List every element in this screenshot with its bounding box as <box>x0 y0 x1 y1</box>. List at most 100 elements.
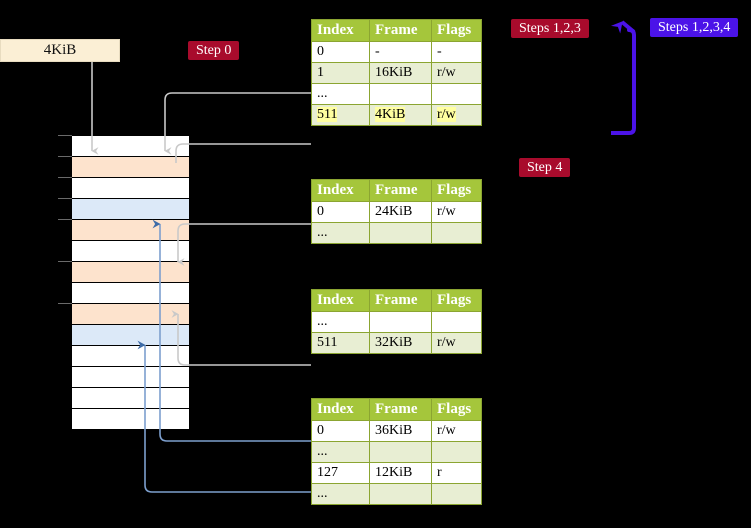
page-size-box: 4KiB <box>0 39 120 62</box>
table-cell: 24KiB <box>369 201 432 223</box>
badge-step-0-label: Step 0 <box>196 42 232 58</box>
table-cell: r/w <box>431 420 482 442</box>
table-cell: ... <box>311 483 370 505</box>
memory-row <box>71 156 190 178</box>
table-cell: 0 <box>311 41 370 63</box>
table-cell: r/w <box>431 104 482 126</box>
table-cell: - <box>431 41 482 63</box>
memory-row <box>71 177 190 199</box>
memory-row <box>71 303 190 325</box>
table-cell <box>369 311 432 333</box>
column-header-frame: Frame <box>369 179 432 202</box>
badge-steps-1234: Steps 1,2,3,4 <box>650 18 739 37</box>
table-cell: ... <box>311 222 370 244</box>
table-cell: ... <box>311 441 370 463</box>
table-cell: r/w <box>431 201 482 223</box>
memory-row <box>71 282 190 304</box>
memory-row <box>71 261 190 283</box>
column-header-frame: Frame <box>369 398 432 421</box>
table-cell: 32KiB <box>369 332 432 354</box>
table-cell: r <box>431 462 482 484</box>
badge-step-0: Step 0 <box>188 41 240 60</box>
memory-row <box>71 324 190 346</box>
table-row: ... <box>311 483 482 505</box>
table-cell: 511 <box>311 332 370 354</box>
table-cell <box>369 441 432 463</box>
memory-column <box>71 135 190 430</box>
table-cell: 127 <box>311 462 370 484</box>
table-cell: 0 <box>311 420 370 442</box>
table-cell: 0 <box>311 201 370 223</box>
table-cell <box>431 83 482 105</box>
table-row: 0-- <box>311 41 482 63</box>
memory-tick <box>58 135 72 136</box>
badge-steps-1234-label: Steps 1,2,3,4 <box>658 19 731 35</box>
connector-pd-32kib <box>171 310 311 366</box>
column-header-frame: Frame <box>369 19 432 42</box>
memory-tick <box>58 198 72 199</box>
memory-row <box>71 219 190 241</box>
connector-pdpt-24kib <box>177 223 311 266</box>
memory-row <box>71 345 190 367</box>
table-cell: 4KiB <box>369 104 432 126</box>
table-cell <box>431 441 482 463</box>
table-cell: 1 <box>311 62 370 84</box>
badge-steps-123: Steps 1,2,3 <box>511 19 589 38</box>
table-cell <box>431 311 482 333</box>
column-header-index: Index <box>311 179 370 202</box>
column-header-flags: Flags <box>431 289 482 312</box>
table-cell <box>369 483 432 505</box>
memory-row <box>71 366 190 388</box>
table-cell: 36KiB <box>369 420 432 442</box>
memory-row <box>71 408 190 430</box>
table-row: ... <box>311 83 482 105</box>
page-size-label: 4KiB <box>43 42 77 58</box>
table-cell <box>369 83 432 105</box>
memory-tick <box>58 219 72 220</box>
memory-row <box>71 387 190 409</box>
table-cell: 511 <box>311 104 370 126</box>
memory-tick <box>58 261 72 262</box>
connector-pml4-4kib <box>175 143 311 163</box>
column-header-index: Index <box>311 289 370 312</box>
memory-tick <box>58 177 72 178</box>
table-cell <box>369 222 432 244</box>
badge-steps-123-label: Steps 1,2,3 <box>519 20 581 36</box>
memory-row <box>71 135 190 157</box>
table-cell: 16KiB <box>369 62 432 84</box>
column-header-index: Index <box>311 19 370 42</box>
table-cell: - <box>369 41 432 63</box>
bracket-arrow-steps-1234 <box>610 20 636 135</box>
memory-tick <box>58 156 72 157</box>
table-cell <box>431 222 482 244</box>
memory-tick <box>58 303 72 304</box>
table-row: ... <box>311 222 482 244</box>
table-cell: r/w <box>431 332 482 354</box>
column-header-flags: Flags <box>431 19 482 42</box>
column-header-frame: Frame <box>369 289 432 312</box>
table-cell <box>431 483 482 505</box>
table-cell: r/w <box>431 62 482 84</box>
memory-row <box>71 198 190 220</box>
table-cell: ... <box>311 83 370 105</box>
table-cell: 12KiB <box>369 462 432 484</box>
column-header-index: Index <box>311 398 370 421</box>
memory-row <box>71 240 190 262</box>
column-header-flags: Flags <box>431 179 482 202</box>
badge-step-4: Step 4 <box>519 158 571 177</box>
